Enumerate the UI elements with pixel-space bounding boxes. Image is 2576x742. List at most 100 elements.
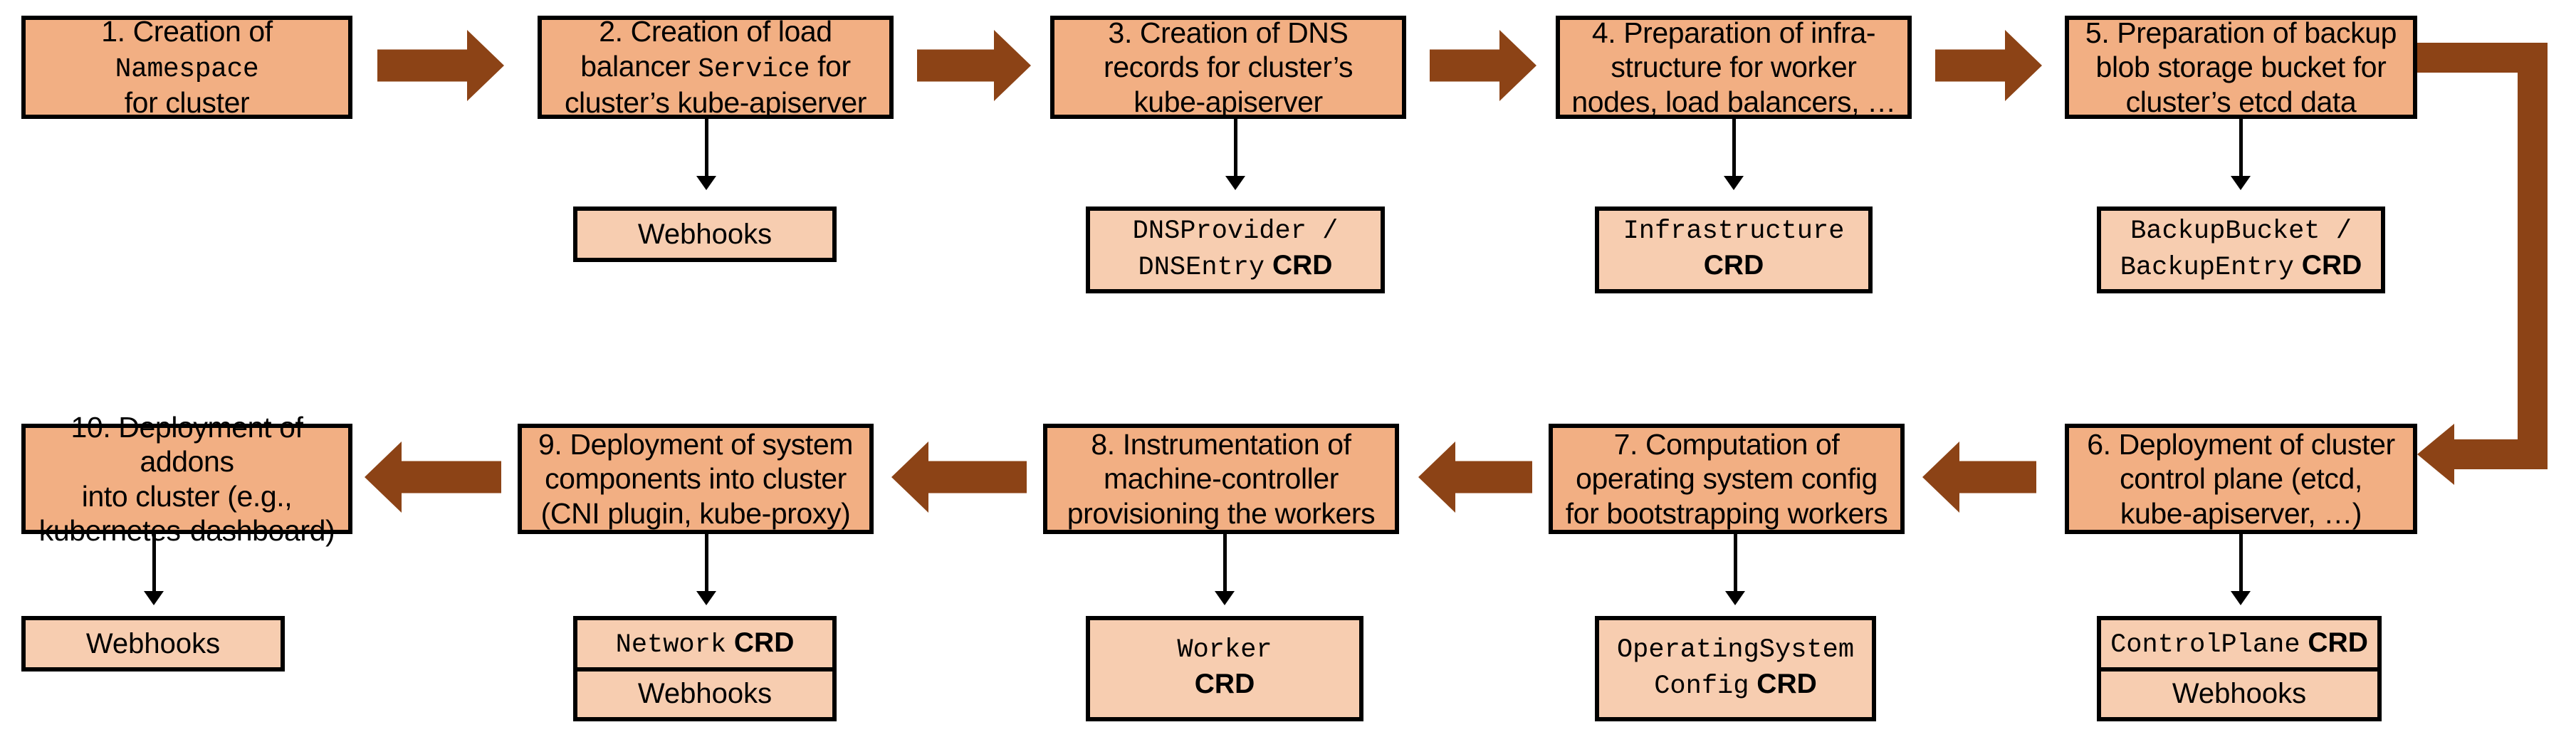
text-token: kube-apiserver [1133, 85, 1323, 118]
mono-token: Service [698, 53, 810, 85]
arrowhead-icon [144, 591, 164, 605]
resource-box-3[interactable]: DNSProvider /DNSEntry CRD [1086, 207, 1385, 293]
mono-token: OperatingSystem [1616, 635, 1855, 666]
arrowhead-icon [696, 176, 716, 190]
arrow-step3-to-step4 [1430, 30, 1536, 101]
arrowhead-icon [1725, 591, 1745, 605]
resource-cell: BackupBucket /BackupEntry CRD [2101, 211, 2381, 289]
resource-text: Webhooks [638, 676, 772, 711]
connector-step2-webhooks [696, 119, 716, 190]
resource-cell: Webhooks [2101, 667, 2377, 717]
arrow-shape [1922, 441, 2036, 513]
resource-box-5[interactable]: BackupBucket /BackupEntry CRD [2097, 207, 2385, 293]
text-token: 3. Creation of DNS [1108, 16, 1349, 49]
text-token: 9. Deployment of system [538, 427, 853, 461]
arrow-shape [1935, 30, 2042, 101]
crd-suffix: CRD [1749, 668, 1817, 699]
resource-box-10[interactable]: Webhooks [21, 616, 285, 672]
resource-cell: Webhooks [26, 620, 281, 667]
webhooks-label: Webhooks [637, 678, 773, 710]
resource-text: Network CRD [616, 626, 795, 662]
connector-line [152, 534, 156, 595]
arrow-step1-to-step2-svg [377, 30, 504, 101]
resource-cell: DNSProvider /DNSEntry CRD [1090, 211, 1381, 289]
connector-line [1234, 119, 1237, 180]
connector-step9-network [696, 534, 716, 605]
arrow-step7-to-step8-svg [1418, 441, 1532, 513]
webhooks-label: Webhooks [637, 218, 773, 250]
text-token: 7. Computation of [1613, 427, 1840, 461]
arrowhead-icon [2231, 176, 2251, 190]
text-token: records for cluster’s [1103, 51, 1354, 84]
text-token: control plane (etcd, [2120, 462, 2362, 496]
arrow-step6-to-step7 [1922, 441, 2036, 513]
arrow-shape [891, 441, 1027, 513]
text-token: components into cluster [545, 462, 847, 496]
resource-box-2[interactable]: Webhooks [573, 207, 837, 262]
arrowhead-icon [696, 591, 716, 605]
elbow-arrow-svg [2417, 43, 2548, 485]
resource-box-9[interactable]: Network CRD Webhooks [573, 616, 837, 721]
text-token: 8. Instrumentation of [1091, 427, 1351, 461]
webhooks-label: Webhooks [85, 627, 221, 659]
text-token: blob storage bucket for [2095, 51, 2387, 84]
mono-token: BackupEntry [2120, 252, 2294, 283]
mono-token: Worker [1177, 635, 1272, 666]
mono-token: Infrastructure [1623, 216, 1845, 247]
arrow-step2-to-step3-svg [917, 30, 1031, 101]
text-token: for bootstrapping workers [1565, 496, 1888, 530]
text-token: provisioning the workers [1067, 496, 1376, 530]
arrow-step9-to-step10 [365, 441, 501, 513]
step-4-label: 4. Preparation of infra-structure for wo… [1571, 16, 1896, 119]
arrow-step4-to-step5 [1935, 30, 2042, 101]
connector-line [1734, 534, 1737, 595]
resource-cell: Webhooks [577, 211, 832, 258]
crd-suffix: CRD [2293, 249, 2362, 281]
text-token: 6. Deployment of cluster [2087, 427, 2395, 461]
step-box-4[interactable]: 4. Preparation of infra-structure for wo… [1556, 16, 1912, 119]
connector-step10-webhooks [144, 534, 164, 605]
connector-line [705, 119, 708, 180]
crd-suffix: CRD [2300, 627, 2368, 658]
arrow-step6-to-step7-svg [1922, 441, 2036, 513]
crd-suffix: CRD [1703, 249, 1764, 281]
text-token: 4. Preparation of infra- [1591, 16, 1876, 49]
connector-line [2239, 119, 2243, 180]
arrow-step3-to-step4-svg [1430, 30, 1536, 101]
text-token: 1. Creation of [101, 15, 273, 48]
resource-cell: Network CRD [577, 620, 832, 667]
text-token: structure for worker [1611, 51, 1857, 84]
text-token: kubernetes-dashboard) [38, 513, 335, 547]
arrowhead-icon [1724, 176, 1744, 190]
text-token: 2. Creation of load [599, 15, 832, 48]
resource-text: Webhooks [86, 627, 220, 662]
connector-step4-infrastructure [1724, 119, 1744, 190]
connector-line [2239, 534, 2243, 595]
arrowhead-icon [1225, 176, 1245, 190]
